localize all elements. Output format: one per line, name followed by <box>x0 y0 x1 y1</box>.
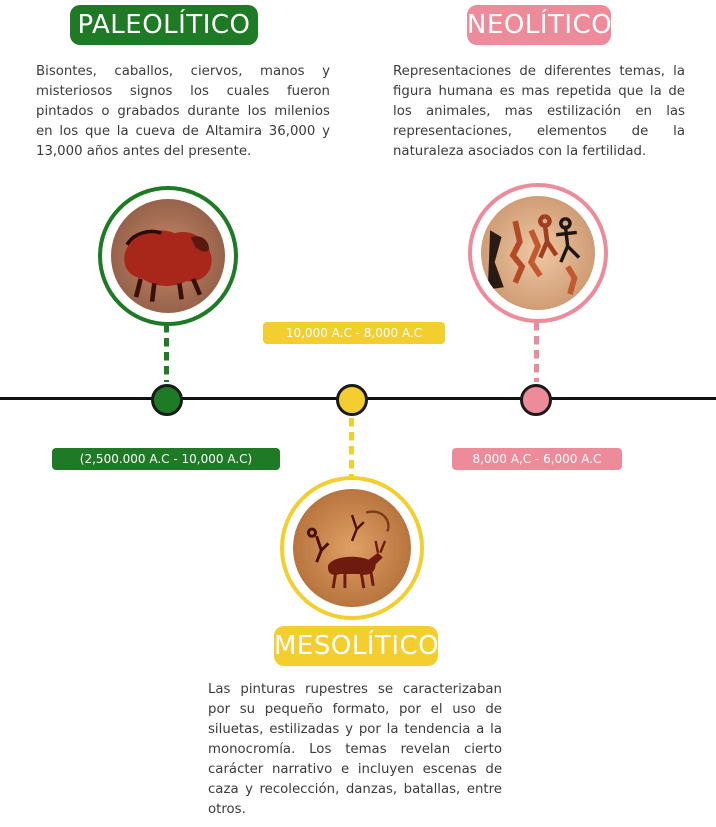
mesolitico-node <box>336 384 368 416</box>
paleolitico-image-ring <box>98 186 238 326</box>
mesolitico-description: Las pinturas rupestres se caracterizaban… <box>208 682 502 817</box>
paleolitico-node <box>151 384 183 416</box>
neolitico-title: NEOLÍTICO <box>467 5 612 45</box>
bison-cave-painting-image <box>111 199 225 313</box>
neolitico-node <box>520 384 552 416</box>
neolitico-date: 8,000 A,C - 6,000 A.C <box>452 448 622 470</box>
mesolitico-image-ring <box>280 476 424 620</box>
paleolitico-title: PALEOLÍTICO <box>70 5 258 45</box>
neolitico-description: Representaciones de diferentes temas, la… <box>393 64 685 159</box>
mesolitico-date: 10,000 A.C - 8,000 A.C <box>263 322 445 344</box>
human-figures-cave-painting-image <box>481 196 595 310</box>
hunting-scene-cave-painting-image <box>293 489 411 607</box>
mesolitico-title: MESOLÍTICO <box>274 626 439 666</box>
mesolitico-connector <box>349 418 354 476</box>
neolitico-connector <box>534 322 539 382</box>
paleolitico-description: Bisontes, caballos, ciervos, manos y mis… <box>36 64 330 159</box>
paleolitico-connector <box>164 324 169 382</box>
paleolitico-date: (2,500.000 A.C - 10,000 A.C) <box>52 448 280 470</box>
neolitico-image-ring <box>468 183 608 323</box>
